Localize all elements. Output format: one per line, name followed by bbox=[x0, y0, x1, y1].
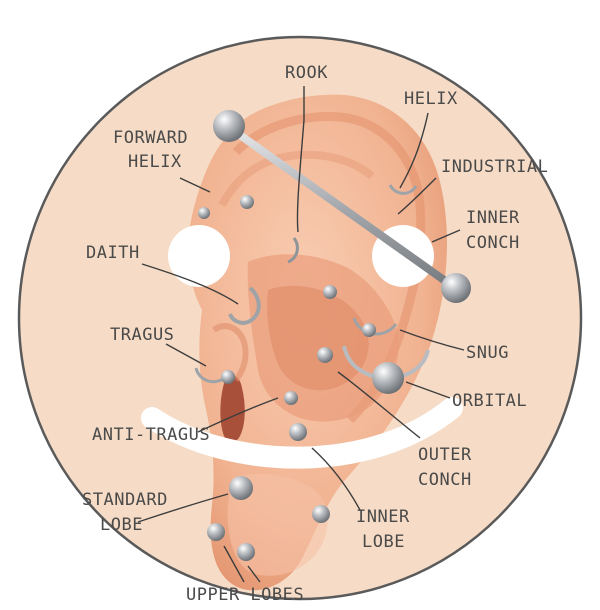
label-tragus: TRAGUS bbox=[110, 325, 174, 345]
label-helix: HELIX bbox=[404, 89, 458, 109]
label-inner-lobe-line1: INNER bbox=[356, 507, 410, 527]
leader-lines bbox=[137, 86, 465, 583]
label-rook: ROOK bbox=[285, 63, 328, 83]
label-inner-lobe-line2: LOBE bbox=[362, 532, 405, 552]
label-industrial: INDUSTRIAL bbox=[441, 157, 548, 177]
smile-arc bbox=[141, 397, 463, 469]
label-outer-conch-line1: OUTER bbox=[418, 445, 472, 465]
left-gauge-hole bbox=[168, 225, 230, 287]
label-snug: SNUG bbox=[466, 343, 509, 363]
label-upper-lobes: UPPER LOBES bbox=[186, 585, 304, 605]
label-standard-lobe-line2: LOBE bbox=[100, 515, 143, 535]
label-anti-tragus: ANTI-TRAGUS bbox=[92, 425, 210, 445]
label-forward-helix-line2: HELIX bbox=[128, 152, 182, 172]
label-orbital: ORBITAL bbox=[452, 391, 527, 411]
industrial-bottom-ball bbox=[441, 273, 471, 303]
label-daith: DAITH bbox=[86, 243, 140, 263]
industrial-top-ball bbox=[213, 110, 245, 142]
jewelry bbox=[194, 110, 471, 561]
label-inner-conch-line1: INNER bbox=[466, 208, 520, 228]
label-outer-conch-line2: CONCH bbox=[418, 470, 472, 490]
labels: ROOK HELIX FORWARD HELIX INDUSTRIAL INNE… bbox=[82, 63, 548, 605]
label-inner-conch-line2: CONCH bbox=[466, 233, 520, 253]
label-standard-lobe-line1: STANDARD bbox=[82, 490, 168, 510]
label-forward-helix-line1: FORWARD bbox=[113, 128, 188, 148]
